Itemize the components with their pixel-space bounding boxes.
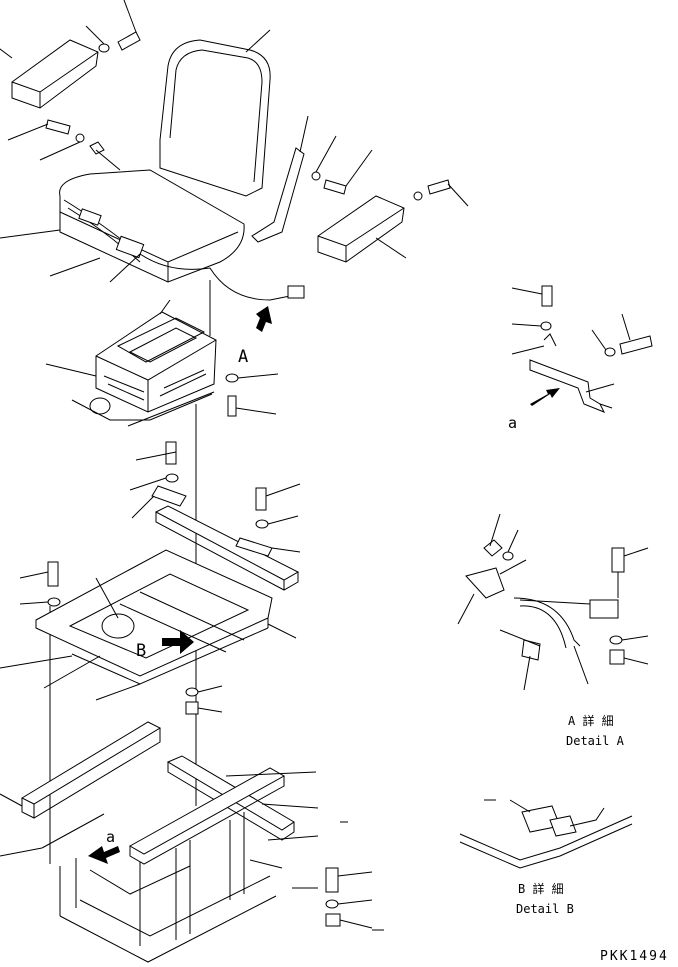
bolt-mid (129, 441, 179, 491)
nut-base (185, 685, 223, 715)
bolt-top (117, 0, 141, 51)
washer-a (225, 373, 279, 383)
detail-a-title-en: Detail A (566, 734, 625, 748)
mid-bracket (131, 485, 187, 519)
arrow-a-label-bottom: a (106, 828, 115, 846)
bolt-a (227, 395, 277, 417)
direction-arrow-top (256, 306, 272, 332)
drawing-code: PKK1494 (600, 949, 669, 964)
detail-a-harness (457, 513, 649, 691)
direction-arrow-b (162, 630, 194, 654)
detail-a-title-jp: A 詳 細 (568, 713, 614, 728)
left-armrest (0, 39, 99, 109)
bolt-left (7, 119, 121, 171)
view-a-label: A (238, 347, 248, 367)
washer-top (85, 25, 110, 53)
base-plate (0, 549, 297, 701)
bolt-side-right (311, 135, 373, 195)
bolt-right-mid (235, 483, 301, 557)
detail-b-drawing (459, 799, 633, 869)
right-armrest (317, 179, 469, 263)
direction-arrow-a-bottom (88, 846, 120, 864)
seat-back (159, 29, 309, 243)
lower-frame (0, 721, 319, 963)
view-b-label: B (136, 641, 146, 661)
slide-rail-upper (154, 505, 300, 591)
suspension-unit (45, 299, 217, 427)
arrow-a-label-right: a (508, 414, 517, 432)
detail-a-bracket (511, 285, 653, 413)
detail-b-title-jp: B 詳 細 (518, 881, 564, 896)
bolt-base-left (19, 561, 61, 607)
detail-b-title-en: Detail B (516, 902, 574, 916)
bolt-frame (292, 867, 373, 929)
seat-cushion (0, 169, 305, 301)
